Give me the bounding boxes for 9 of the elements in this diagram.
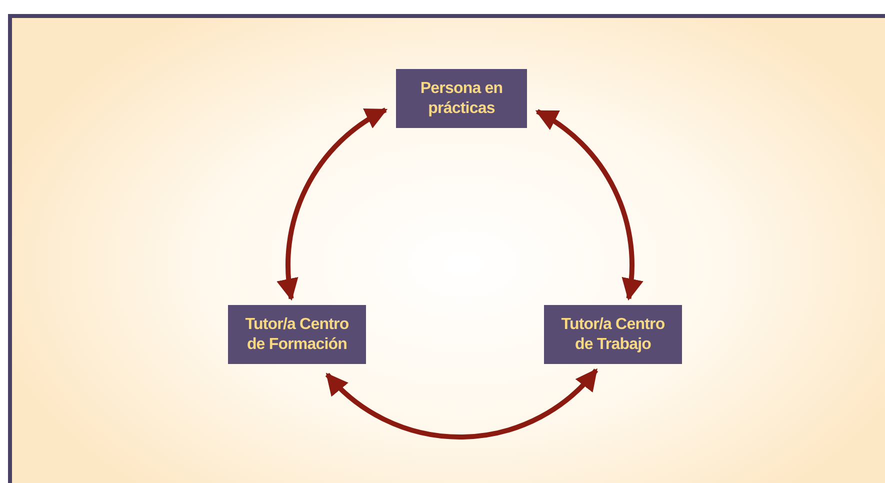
double-headed-arrow <box>278 108 388 301</box>
role-box <box>396 69 527 128</box>
double-headed-arrow <box>325 368 598 440</box>
double-headed-arrow <box>535 109 642 301</box>
role-label: Persona en prácticas <box>419 78 504 118</box>
role-box <box>544 305 682 364</box>
role-box <box>228 305 366 364</box>
role-label: Tutor/a Centro de Formación <box>244 314 350 354</box>
role-label: Tutor/a Centro de Trabajo <box>560 314 666 354</box>
